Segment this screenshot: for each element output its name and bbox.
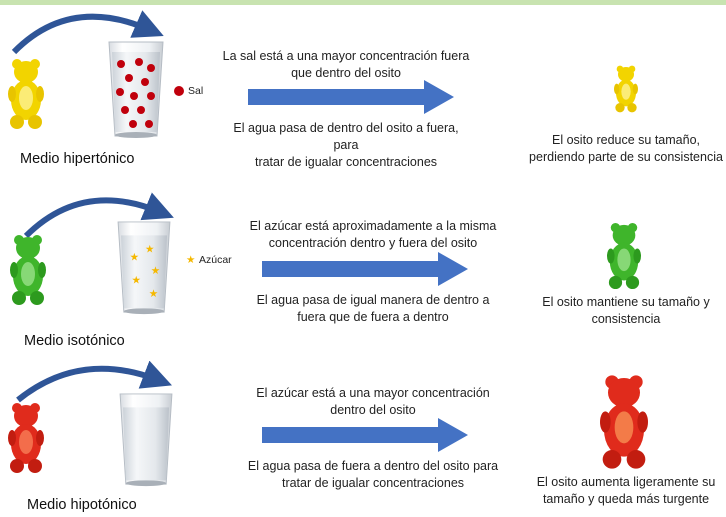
glass-of-water-icon: [119, 393, 173, 487]
svg-text:★: ★: [151, 265, 160, 277]
water-flow-text: El agua pasa de igual manera de dentro a…: [256, 293, 490, 324]
yellow-gummy-bear-icon: [8, 59, 44, 129]
result-text-hypertonic: El osito reduce su tamaño, perdiendo par…: [529, 133, 723, 164]
svg-text:★: ★: [149, 288, 158, 300]
right-arrow-icon: [248, 80, 454, 114]
right-arrow-icon: [262, 252, 468, 286]
svg-text:★: ★: [132, 274, 141, 286]
enlarged-red-bear-icon: [600, 375, 648, 469]
water-flow-text: El agua pasa de dentro del osito a fuera…: [233, 121, 459, 169]
green-gummy-bear-icon: [10, 235, 46, 305]
red-gummy-bear-icon: [8, 403, 44, 473]
concentration-text: La sal está a una mayor concentración fu…: [222, 49, 470, 80]
legend-salt-label: Sal: [188, 85, 204, 97]
result-text-isotonic: El osito mantiene su tamaño y consistenc…: [542, 295, 710, 326]
result-text-hypotonic: El osito aumenta ligeramente su tamaño y…: [536, 475, 716, 506]
right-arrow-icon: [262, 418, 468, 452]
green-bear-result-icon: [607, 222, 641, 290]
medium-label-hypertonic: Medio hipertónico: [20, 151, 135, 167]
glass-with-sugar-icon: ★ ★ ★ ★ ★: [117, 221, 171, 315]
medium-label-isotonic: Medio isotónico: [24, 333, 125, 349]
shrunken-yellow-bear-icon: [614, 65, 638, 113]
glass-with-salt-icon: [108, 41, 164, 138]
svg-text:★: ★: [145, 244, 154, 256]
svg-text:★: ★: [130, 251, 139, 263]
top-accent-bar: [0, 0, 726, 5]
medium-label-hypotonic: Medio hipotónico: [27, 497, 137, 513]
salt-dot-icon: [174, 86, 184, 96]
concentration-text: El azúcar está aproximadamente a la mism…: [249, 219, 497, 250]
sugar-star-icon: ★: [186, 254, 196, 266]
water-flow-text: El agua pasa de fuera a dentro del osito…: [247, 459, 499, 490]
legend-sugar-label: Azúcar: [199, 254, 232, 266]
concentration-text: El azúcar está a una mayor concentración…: [256, 386, 490, 417]
